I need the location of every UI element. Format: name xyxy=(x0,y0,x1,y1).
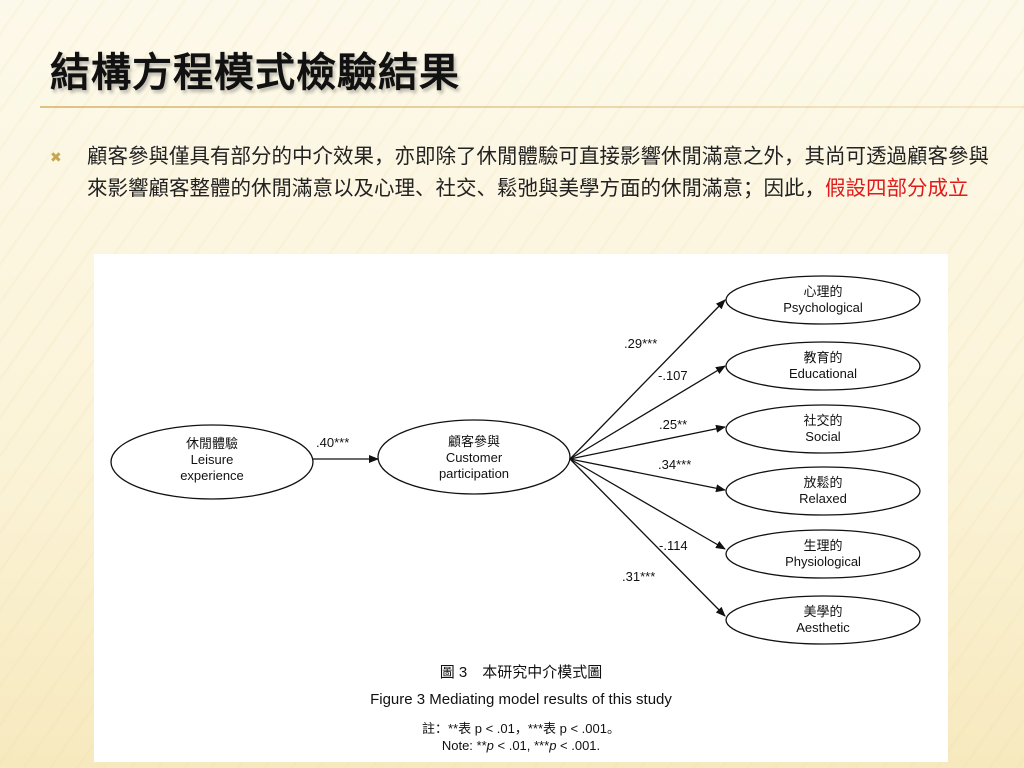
node-educational-zh: 教育的 xyxy=(803,350,842,365)
node-leisure-experience: 休閒體驗 Leisure experience xyxy=(110,424,314,500)
title-divider xyxy=(40,106,1024,108)
node-customer-en2: participation xyxy=(439,466,509,481)
edge-to-relaxed xyxy=(569,458,726,493)
edge-to-educational xyxy=(569,365,726,460)
node-social-zh: 社交的 xyxy=(803,413,842,428)
bullet-highlight-text: 假設四部分成立 xyxy=(825,176,969,200)
mediation-diagram: 休閒體驗 Leisure experience 顧客參與 Customer pa… xyxy=(110,275,921,753)
caption-note-zh: 註：**表 p < .01，***表 p < .001。 xyxy=(422,721,620,736)
edge-label-social: .25** xyxy=(659,417,687,432)
node-social-en: Social xyxy=(805,429,841,444)
bullet-body-text: 顧客參與僅具有部分的中介效果，亦即除了休閒體驗可直接影響休閒滿意之外，其尚可透過… xyxy=(87,144,989,200)
node-educational-en: Educational xyxy=(789,366,857,381)
edge-label-educational: -.107 xyxy=(658,368,688,383)
caption-note-en: Note: **p < .01, ***p < .001. xyxy=(442,738,600,753)
caption-en: Figure 3 Mediating model results of this… xyxy=(370,691,672,708)
node-relaxed-zh: 放鬆的 xyxy=(803,475,842,490)
mediation-model-figure: 休閒體驗 Leisure experience 顧客參與 Customer pa… xyxy=(94,254,948,762)
caption-note-en-p2: p xyxy=(548,738,556,753)
node-educational: 教育的 Educational xyxy=(725,341,921,391)
node-physiological: 生理的 Physiological xyxy=(725,529,921,579)
edge-to-aesthetic xyxy=(569,458,726,617)
node-leisure-zh: 休閒體驗 xyxy=(186,436,238,451)
caption-note-en-mid: < .01, *** xyxy=(494,738,549,753)
node-physiological-zh: 生理的 xyxy=(803,538,842,553)
node-social: 社交的 Social xyxy=(725,404,921,454)
edge-label-psychological: .29*** xyxy=(624,336,657,351)
node-physiological-en: Physiological xyxy=(785,554,861,569)
node-psychological: 心理的 Psychological xyxy=(725,275,921,325)
edge-label-main: .40*** xyxy=(316,435,349,450)
edge-label-physiological: -.114 xyxy=(659,538,688,553)
slide-title: 結構方程模式檢驗結果 xyxy=(50,49,460,96)
caption-note-en-p1: p xyxy=(486,738,494,753)
node-psychological-zh: 心理的 xyxy=(803,284,842,299)
node-leisure-en2: experience xyxy=(180,468,244,483)
node-aesthetic-zh: 美學的 xyxy=(803,604,842,619)
caption-note-en-suffix: < .001. xyxy=(556,738,600,753)
edge-to-psychological xyxy=(569,299,726,460)
bullet-paragraph: 顧客參與僅具有部分的中介效果，亦即除了休閒體驗可直接影響休閒滿意之外，其尚可透過… xyxy=(87,140,1002,204)
node-psychological-en: Psychological xyxy=(783,300,863,315)
node-aesthetic: 美學的 Aesthetic xyxy=(725,595,921,645)
node-customer-zh: 顧客參與 xyxy=(448,434,500,449)
x-bullet-icon: ✖ xyxy=(50,150,62,166)
node-relaxed-en: Relaxed xyxy=(799,491,847,506)
node-customer-en1: Customer xyxy=(446,450,503,465)
caption-zh: 圖 3 本研究中介模式圖 xyxy=(440,664,603,681)
edge-to-social xyxy=(569,424,726,460)
edge-label-relaxed: .34*** xyxy=(658,457,691,472)
node-leisure-en1: Leisure xyxy=(191,452,234,467)
edge-label-aesthetic: .31*** xyxy=(622,569,655,584)
node-customer-participation: 顧客參與 Customer participation xyxy=(377,419,571,495)
caption-note-en-prefix: Note: ** xyxy=(442,738,487,753)
edge-to-physiological xyxy=(569,458,726,550)
node-relaxed: 放鬆的 Relaxed xyxy=(725,466,921,516)
node-aesthetic-en: Aesthetic xyxy=(796,620,850,635)
